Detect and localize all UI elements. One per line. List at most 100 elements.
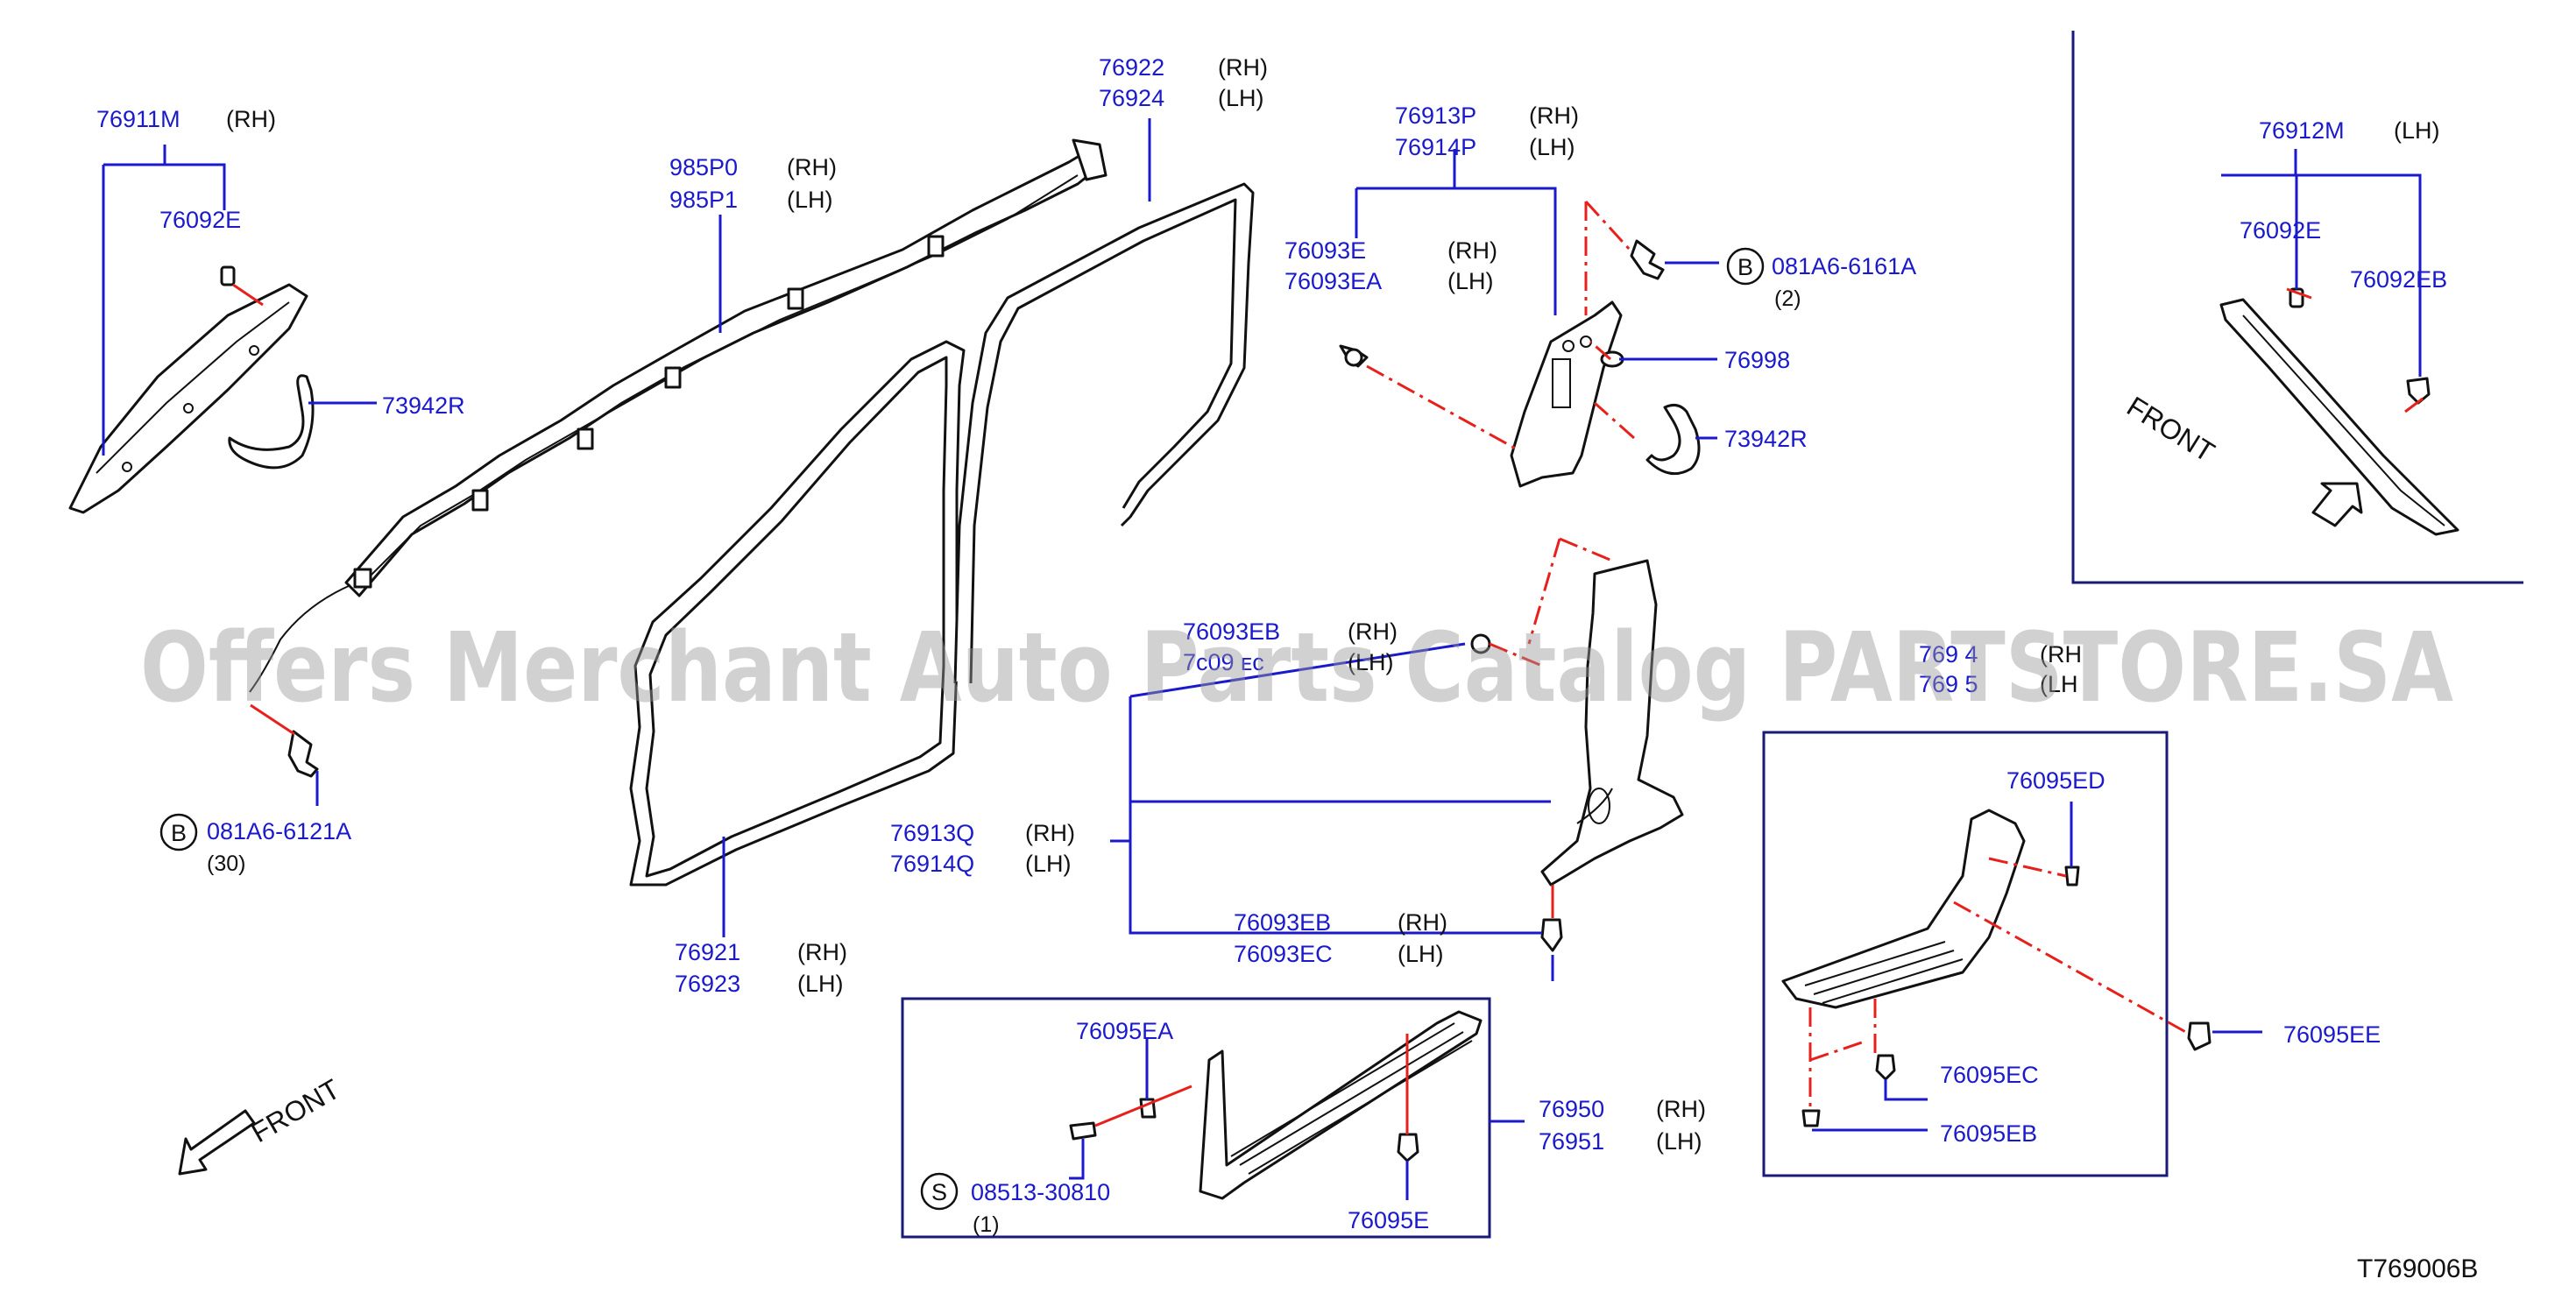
- label-76913p: 76913P: [1395, 102, 1476, 129]
- label-73942r-b: 73942R: [1724, 426, 1808, 452]
- label-76095ee: 76095EE: [2283, 1021, 2381, 1048]
- marker-b-bottom-letter: B: [171, 820, 187, 846]
- clip-76095ec: [1875, 1054, 1896, 1081]
- label-081a6-6121a: 081A6-6121A: [207, 818, 351, 844]
- label-76914q-side: (LH): [1025, 851, 1072, 877]
- label-76093ea-side: (LH): [1447, 268, 1494, 294]
- label-76914q: 76914Q: [890, 851, 974, 877]
- label-985p0: 985P0: [669, 154, 738, 180]
- marker-s: [920, 1172, 959, 1211]
- marker-b-top: [1726, 247, 1765, 286]
- label-76923-side: (LH): [797, 971, 844, 997]
- label-76912m-side: (LH): [2394, 117, 2440, 144]
- label-76923: 76923: [675, 971, 740, 997]
- label-76093ea: 76093EA: [1284, 268, 1382, 294]
- label-769x4: 769 4: [1919, 641, 1978, 668]
- label-76095ec: 76095EC: [1940, 1062, 2039, 1088]
- label-76095ed: 76095ED: [2006, 767, 2105, 794]
- front-arrow-main: [178, 1109, 256, 1176]
- label-73942r-a: 73942R: [382, 392, 465, 419]
- label-985p1-side: (LH): [787, 187, 833, 213]
- clip-76093e: [1339, 344, 1369, 368]
- label-76924-side: (LH): [1218, 85, 1264, 111]
- clip-76095ed: [2064, 865, 2080, 887]
- label-769x4-side: (RH: [2040, 641, 2082, 668]
- dashed-guide-lines: [232, 200, 2424, 1134]
- front-label-inset: FRONT: [2121, 390, 2220, 468]
- label-76095ea: 76095EA: [1076, 1018, 1173, 1044]
- label-76095e: 76095E: [1348, 1207, 1429, 1233]
- qty-08513-30810: (1): [973, 1212, 1000, 1237]
- label-76093ec-bot: 76093EC: [1234, 941, 1333, 967]
- label-76914p-side: (LH): [1529, 134, 1575, 160]
- label-76093ec-bot-side: (LH): [1398, 941, 1444, 967]
- label-76950: 76950: [1539, 1096, 1604, 1122]
- qty-081a6-6161a: (2): [1774, 286, 1801, 311]
- label-76924: 76924: [1099, 85, 1164, 111]
- screw-08513-30810: [1069, 1121, 1097, 1141]
- b-pillar-upper-garnish: [1510, 300, 1623, 488]
- front-arrow-inset: [2311, 482, 2363, 527]
- curtain-airbag: [249, 138, 1108, 693]
- marker-b-top-letter: B: [1737, 254, 1753, 280]
- rear-kick-plate: [1781, 809, 2026, 1009]
- clip-76093eb-bottom: [1540, 918, 1563, 952]
- diagram-code: T769006B: [2357, 1254, 2478, 1283]
- marker-b-bottom: [159, 813, 198, 851]
- label-76922-side: (RH): [1218, 54, 1268, 81]
- label-081a6-6161a: 081A6-6161A: [1772, 253, 1916, 279]
- label-76951-side: (LH): [1656, 1128, 1702, 1155]
- front-door-weatherstrip: [629, 340, 966, 887]
- assist-grip-73942r-rear: [1645, 403, 1701, 476]
- label-76911m-side: (RH): [226, 106, 276, 132]
- inset-frame-top-right: [2071, 31, 2523, 584]
- label-76913q: 76913Q: [890, 820, 974, 846]
- label-76093eb-bot: 76093EB: [1234, 909, 1331, 936]
- label-76092e-b: 76092E: [2240, 217, 2321, 244]
- inset-box-front-kick-plate: [901, 997, 1491, 1239]
- label-985p0-side: (RH): [787, 154, 837, 180]
- bolt-081a6-6121a: [287, 730, 319, 778]
- label-76922: 76922: [1099, 54, 1164, 81]
- label-76093eb-top: 76093EB: [1183, 618, 1280, 645]
- front-label-main: FRONT: [246, 1073, 345, 1148]
- label-76093e-side: (RH): [1447, 237, 1497, 264]
- label-76921: 76921: [675, 939, 740, 965]
- inset-box-rear-kick-plate: [1762, 731, 2169, 1177]
- front-kick-plate: [1199, 1010, 1483, 1200]
- label-769x5: 769 5: [1919, 671, 1978, 697]
- label-76093ec-top: 7ᴄ09 ᴇᴄ: [1183, 649, 1264, 675]
- label-985p1: 985P1: [669, 187, 738, 213]
- label-08513-30810: 08513-30810: [971, 1179, 1110, 1205]
- label-76093e: 76093E: [1284, 237, 1366, 264]
- label-76921-side: (RH): [797, 939, 847, 965]
- label-76998: 76998: [1724, 347, 1790, 373]
- label-76913q-side: (RH): [1025, 820, 1075, 846]
- qty-081a6-6121a: (30): [207, 851, 245, 876]
- label-76095eb: 76095EB: [1940, 1120, 2037, 1147]
- marker-s-letter: S: [931, 1179, 947, 1205]
- watermark: Offers Merchant Auto Parts Catalog PARTS…: [140, 611, 2453, 724]
- label-76951: 76951: [1539, 1128, 1604, 1155]
- label-76950-side: (RH): [1656, 1096, 1706, 1122]
- label-76093ec-top-side: (LH): [1348, 649, 1394, 675]
- leader-lines: [102, 118, 2422, 1200]
- label-76914p: 76914P: [1395, 134, 1476, 160]
- label-76093eb-bot-side: (RH): [1398, 909, 1447, 936]
- b-pillar-lower-garnish: [1540, 559, 1684, 887]
- a-pillar-garnish-lh: [2219, 298, 2459, 536]
- label-76092eb: 76092EB: [2350, 266, 2447, 293]
- label-769x5-side: (LH: [2040, 671, 2078, 697]
- label-76093eb-top-side: (RH): [1348, 618, 1398, 645]
- label-76912m: 76912M: [2259, 117, 2345, 144]
- a-pillar-garnish-rh: [68, 283, 308, 514]
- clip-76095eb: [1801, 1109, 1821, 1127]
- label-76913p-side: (RH): [1529, 102, 1579, 129]
- assist-grip-73942r-front: [228, 374, 315, 470]
- label-76911m: 76911M: [96, 106, 180, 132]
- label-76092e-a: 76092E: [159, 207, 241, 233]
- clip-76095e: [1397, 1133, 1419, 1162]
- clip-76092e-rh: [220, 265, 236, 286]
- rear-door-weatherstrip: [953, 182, 1255, 684]
